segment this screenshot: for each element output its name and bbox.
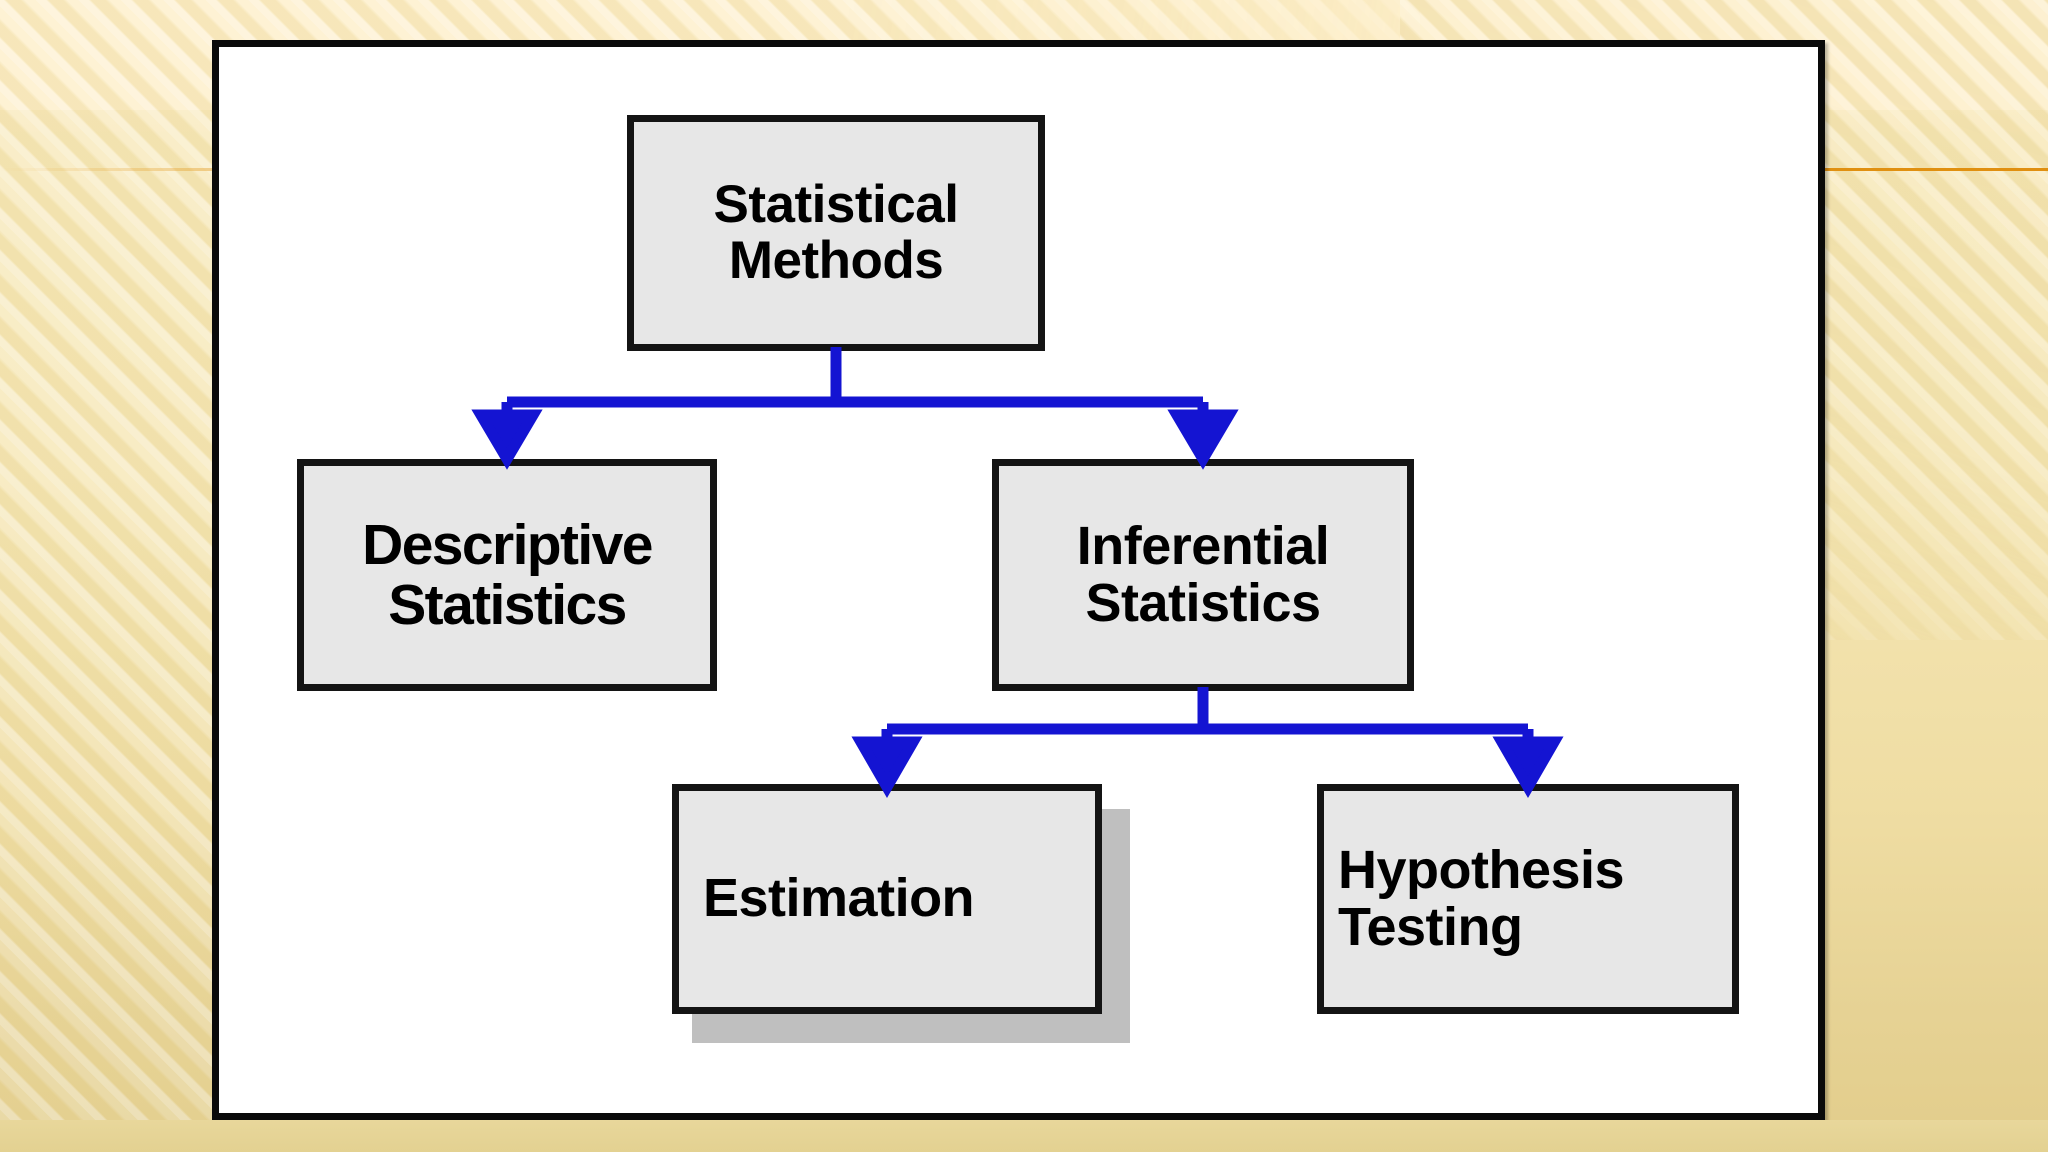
node-descriptive-statistics-line2: Statistics xyxy=(388,573,627,637)
node-estimation-label: Estimation xyxy=(679,870,1095,927)
node-statistical-methods-line2: Methods xyxy=(728,231,944,290)
node-inferential-statistics-line1: Inferential xyxy=(1076,515,1330,576)
arrowhead-estimation xyxy=(851,736,923,798)
node-hypothesis-testing-line2: Testing xyxy=(1338,897,1523,957)
arrowhead-hypothesis xyxy=(1492,736,1564,798)
arrowhead-inferential xyxy=(1167,409,1239,470)
slide-bottom-strip xyxy=(0,1120,2048,1152)
arrowhead-descriptive xyxy=(471,409,543,470)
node-descriptive-statistics-line1: Descriptive xyxy=(362,512,653,577)
node-estimation-line1: Estimation xyxy=(703,868,975,929)
node-hypothesis-testing-line1: Hypothesis xyxy=(1338,839,1625,900)
node-estimation[interactable]: Estimation xyxy=(672,784,1102,1014)
node-statistical-methods-line1: Statistical xyxy=(713,174,959,234)
node-inferential-statistics-line2: Statistics xyxy=(1085,573,1321,633)
